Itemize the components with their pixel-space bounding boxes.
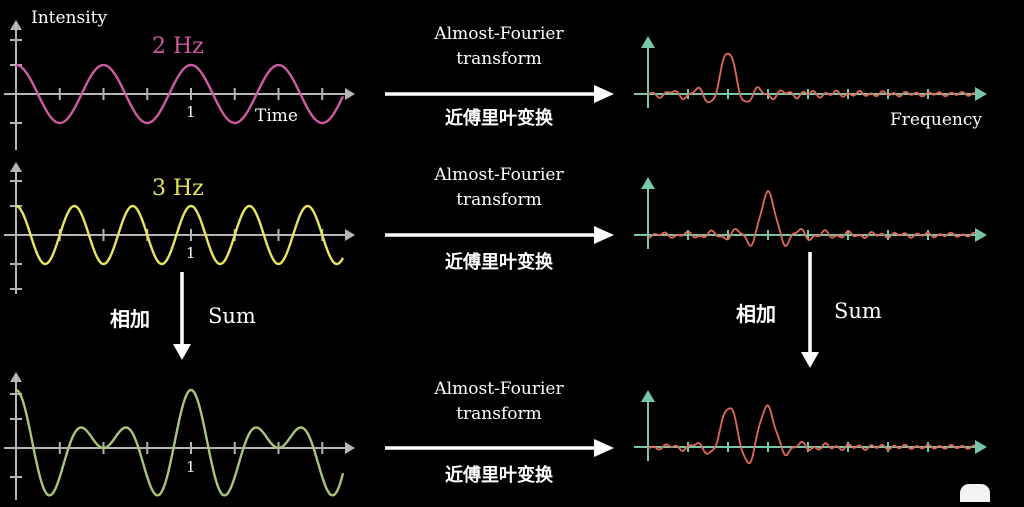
spectrum-curve-row2 [647, 190, 976, 247]
signal-label-3hz: 3 Hz [152, 176, 204, 201]
freq-axis-arrowhead [975, 440, 987, 454]
frequency-label: Frequency [890, 110, 982, 130]
transform-arrow-head [594, 439, 614, 457]
y-axis-arrowhead [10, 20, 22, 30]
sum-arrow-head [173, 344, 191, 360]
transform-label-en: Almost-Fourier transform [414, 377, 584, 427]
tick-one-label: 1 [186, 244, 196, 262]
transform-label-line2: transform [456, 404, 542, 424]
y-axis-arrowhead [10, 372, 22, 382]
transform-label-cn: 近傅里叶变换 [445, 108, 553, 129]
y-axis-arrowhead [10, 162, 22, 172]
signal-wave-row1 [15, 63, 345, 125]
signal-label-2hz: 2 Hz [152, 34, 204, 59]
x-axis-arrowhead [345, 88, 355, 100]
transform-label-line1: Almost-Fourier [434, 165, 564, 185]
sum-label-cn-left: 相加 [110, 307, 150, 331]
tick-one-label: 1 [186, 103, 196, 121]
arrows-layer [173, 85, 819, 457]
transform-label-cn: 近傅里叶变换 [445, 465, 553, 486]
sum-arrow-head [801, 352, 819, 368]
transform-label-line1: Almost-Fourier [434, 24, 564, 44]
time-label: Time [255, 106, 298, 126]
signal-wave-row2 [15, 204, 345, 266]
transform-arrow-head [594, 85, 614, 103]
waves-layer [15, 63, 345, 497]
transform-label-en: Almost-Fourier transform [414, 163, 584, 213]
transform-label-line1: Almost-Fourier [434, 379, 564, 399]
freq-axis-arrowhead [975, 87, 987, 101]
magnitude-axis-arrowhead [641, 36, 655, 48]
sum-label-cn-right: 相加 [736, 302, 776, 326]
freq-axis-arrowhead [975, 228, 987, 242]
intensity-label: Intensity [31, 8, 108, 28]
magnitude-axis-arrowhead [641, 177, 655, 189]
tick-one-label: 1 [186, 458, 196, 476]
sum-label-en-right: Sum [834, 299, 882, 323]
transform-label-cn: 近傅里叶变换 [445, 252, 553, 273]
spectrum-curve-row3 [647, 404, 976, 465]
watermark-badge-icon [960, 484, 990, 502]
spectrum-curve-row1 [647, 52, 976, 104]
spectra-layer [634, 36, 987, 465]
signal-wave-row3 [15, 388, 345, 497]
transform-label-en: Almost-Fourier transform [414, 22, 584, 72]
x-axis-arrowhead [345, 442, 355, 454]
sum-label-en-left: Sum [208, 304, 256, 328]
transform-arrow-head [594, 226, 614, 244]
x-axis-arrowhead [345, 229, 355, 241]
magnitude-axis-arrowhead [641, 390, 655, 402]
transform-label-line2: transform [456, 49, 542, 69]
transform-label-line2: transform [456, 190, 542, 210]
